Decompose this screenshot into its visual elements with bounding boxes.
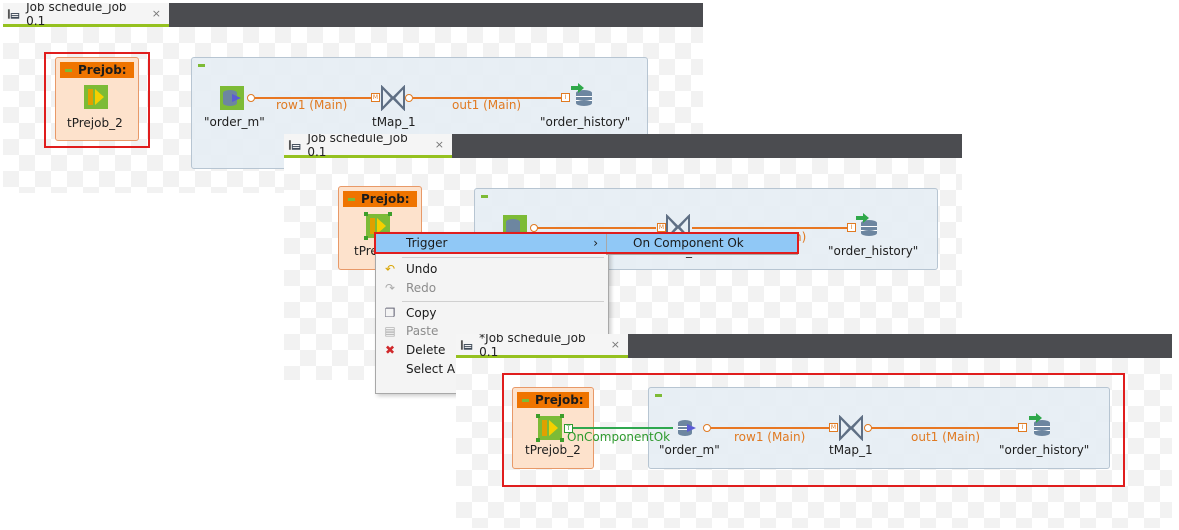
highlight-box-trigger-menu	[374, 232, 799, 254]
tab-title: *Job schedule_job 0.1	[479, 334, 586, 359]
tmap-component-label: tMap_1	[372, 115, 416, 129]
input-output-port[interactable]	[247, 94, 255, 102]
editor-tabbar: Job schedule_job 0.1 ×	[284, 134, 962, 159]
tmap-component-label: tMap_1	[829, 443, 873, 457]
prejob-component-label: tPre	[354, 244, 378, 258]
menu-item-select-all[interactable]: Select Al	[406, 362, 459, 376]
output-input-port[interactable]: I	[561, 93, 570, 102]
close-icon[interactable]: ×	[434, 138, 444, 151]
input-component-label: "order_m"	[204, 115, 265, 129]
tmap-input-port[interactable]: M	[657, 223, 666, 232]
output-db-icon[interactable]	[854, 213, 880, 239]
on-component-ok-link[interactable]	[573, 427, 673, 429]
job-tab-icon	[288, 139, 301, 150]
output-component-label: "order_history"	[540, 115, 631, 129]
out1-link[interactable]	[692, 227, 847, 229]
menu-item-copy[interactable]: ❐Copy	[384, 306, 437, 320]
prejob-icon[interactable]	[83, 84, 109, 110]
prejob-icon[interactable]	[536, 414, 564, 442]
tab-title: Job schedule_job 0.1	[307, 134, 408, 159]
output-component-label: "order_history"	[828, 244, 919, 258]
tab-title: Job schedule_job 0.1	[26, 3, 127, 28]
on-component-ok-label: OnComponentOk	[567, 430, 671, 444]
editor-tabbar: Job schedule_job 0.1 ×	[3, 3, 703, 28]
row1-link-label: row1 (Main)	[276, 98, 348, 112]
trigger-submenu: On Component Ok	[606, 232, 798, 255]
menu-item-paste[interactable]: ▤Paste	[384, 324, 439, 338]
editor-tabbar: *Job schedule_job 0.1 ×	[456, 334, 1172, 359]
tab-job-schedule[interactable]: Job schedule_job 0.1 ×	[284, 134, 452, 159]
menu-item-delete[interactable]: ✖Delete	[384, 343, 446, 357]
output-component-label: "order_history"	[999, 443, 1090, 457]
out1-link-label: out1 (Main)	[911, 430, 981, 444]
menu-item-trigger[interactable]: Trigger ›	[376, 234, 608, 253]
job-editor-panel-3: *Job schedule_job 0.1 × Prejob: T tPrejo…	[456, 334, 1172, 528]
tmap-input-port[interactable]: M	[829, 423, 838, 432]
input-component-label: "order_m"	[659, 443, 720, 457]
output-input-port[interactable]: I	[847, 223, 856, 232]
input-db-icon[interactable]	[219, 85, 245, 111]
menu-item-undo[interactable]: ↶Undo	[384, 262, 438, 276]
collapse-icon[interactable]	[198, 64, 205, 67]
prejob-component-label: tPrejob_2	[67, 116, 123, 130]
tmap-input-port[interactable]: M	[371, 93, 380, 102]
tmap-output-port[interactable]	[405, 94, 413, 102]
highlight-box-result	[502, 373, 1125, 487]
row1-link[interactable]	[711, 427, 829, 429]
row1-link[interactable]	[255, 97, 373, 99]
collapse-icon[interactable]	[481, 195, 488, 198]
highlight-box-prejob	[44, 52, 150, 148]
input-db-icon[interactable]	[674, 415, 700, 441]
job-tab-icon	[460, 339, 473, 350]
menu-item-redo[interactable]: ↷Redo	[384, 281, 437, 295]
submenu-arrow-icon: ›	[593, 236, 598, 250]
job-tab-icon	[7, 8, 20, 19]
trigger-output-port[interactable]: T	[564, 424, 573, 433]
redo-icon: ↷	[384, 281, 396, 295]
delete-icon: ✖	[384, 343, 396, 357]
output-db-icon[interactable]	[1027, 413, 1053, 439]
row1-link-label: row1 (Main)	[734, 430, 806, 444]
input-output-port[interactable]	[530, 224, 538, 232]
tab-job-schedule[interactable]: *Job schedule_job 0.1 ×	[456, 334, 628, 359]
menu-item-on-component-ok[interactable]: On Component Ok	[607, 234, 797, 253]
menu-separator	[402, 301, 604, 302]
paste-icon: ▤	[384, 324, 396, 338]
out1-link-label: out1 (Main)	[452, 98, 522, 112]
tmap-icon[interactable]	[380, 85, 406, 111]
row1-link[interactable]	[536, 227, 656, 229]
menu-separator	[402, 257, 604, 258]
copy-icon: ❐	[384, 306, 396, 320]
tmap-icon[interactable]	[838, 415, 864, 441]
undo-icon: ↶	[384, 262, 396, 276]
collapse-icon[interactable]	[655, 394, 662, 397]
out1-link[interactable]	[413, 97, 565, 99]
out1-link[interactable]	[866, 427, 1019, 429]
prejob-title: Prejob:	[517, 392, 589, 408]
tab-job-schedule[interactable]: Job schedule_job 0.1 ×	[3, 3, 169, 28]
design-canvas[interactable]: Prejob: T tPrejob_2 OnComponentOk "order…	[456, 358, 1172, 528]
prejob-title: Prejob:	[343, 191, 417, 207]
prejob-component-label: tPrejob_2	[525, 443, 581, 457]
close-icon[interactable]: ×	[151, 7, 161, 20]
prejob-title: Prejob:	[60, 62, 134, 78]
output-input-port[interactable]: I	[1018, 423, 1027, 432]
input-output-port[interactable]	[703, 424, 711, 432]
output-db-icon[interactable]	[569, 83, 595, 109]
tmap-output-port[interactable]	[864, 424, 872, 432]
close-icon[interactable]: ×	[610, 338, 620, 351]
